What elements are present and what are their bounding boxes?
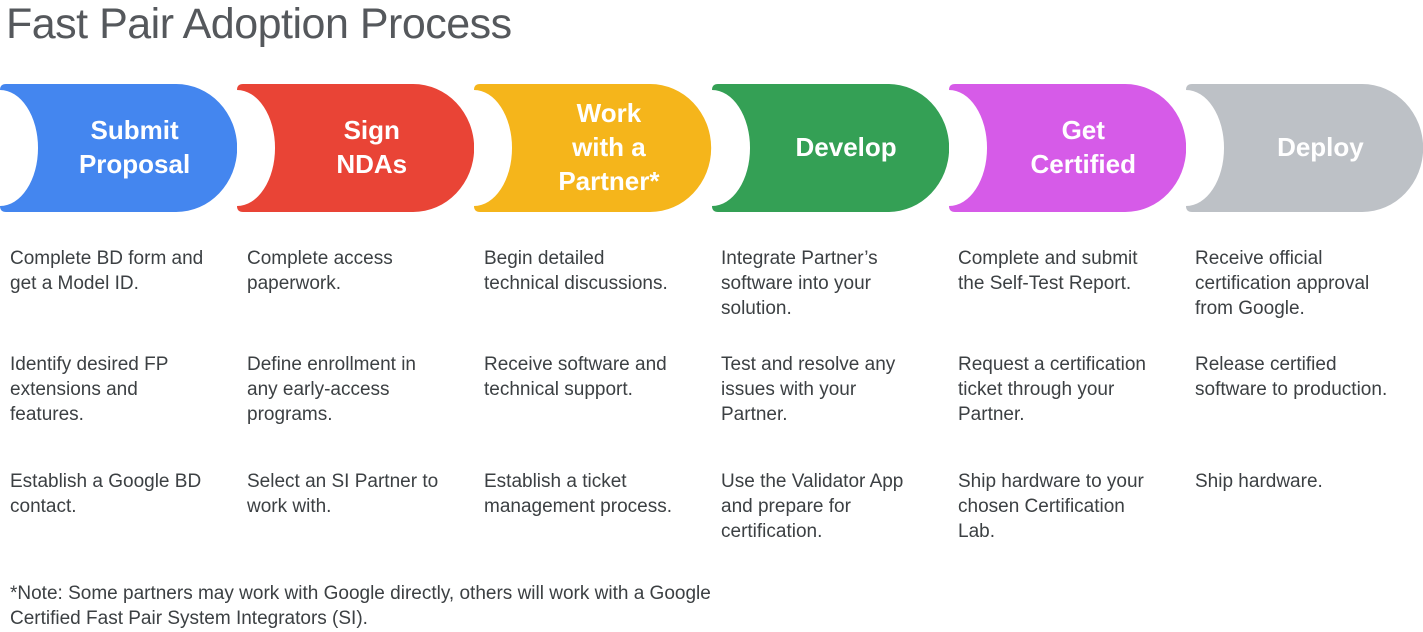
step-cell: Release certified software to production… (1195, 354, 1388, 401)
step-cell: Receive official certification approval … (1195, 248, 1370, 320)
step-cell: Ship hardware. (1195, 471, 1323, 492)
stage-develop: Develop (711, 84, 949, 212)
step-cell: Test and resolve any issues with your Pa… (721, 354, 896, 426)
stage-shape (474, 84, 712, 212)
step-cell: Request a certification ticket through y… (958, 354, 1146, 426)
stage-get-certified: Get Certified (948, 84, 1186, 212)
stage-label: Work with a Partner* (558, 98, 660, 196)
stage-shape (0, 84, 238, 212)
step-cell: Select an SI Partner to work with. (247, 471, 439, 518)
stage-shape (237, 84, 475, 212)
step-cell: Use the Validator App and prepare for ce… (721, 471, 904, 543)
step-cell: Integrate Partner’s software into your s… (721, 248, 878, 320)
stage-sign-ndas: Sign NDAs (237, 84, 475, 212)
stage-shape (948, 84, 1186, 212)
stage-submit-proposal: Submit Proposal (0, 84, 238, 212)
step-cell: Begin detailed technical discussions. (484, 248, 668, 295)
step-cell: Receive software and technical support. (484, 354, 667, 401)
stage-shape (711, 84, 949, 212)
stage-work-with-partner: Work with a Partner* (474, 84, 712, 212)
step-cell: Complete access paperwork. (247, 248, 393, 295)
process-diagram: Submit Proposal Sign NDAs Work with a Pa… (0, 84, 1423, 212)
steps-row-3: Establish a Google BD contact. Select an… (0, 469, 1423, 544)
stage-label: Deploy (1277, 132, 1364, 163)
step-cell: Complete BD form and get a Model ID. (10, 248, 204, 295)
stage-label: Get Certified (1030, 115, 1136, 179)
steps-row-1: Complete BD form and get a Model ID. Com… (0, 246, 1423, 321)
step-cell: Complete and submit the Self-Test Report… (958, 248, 1138, 295)
step-cell: Establish a Google BD contact. (10, 471, 202, 518)
steps-row-2: Identify desired FP extensions and featu… (0, 352, 1423, 427)
stage-label: Sign NDAs (336, 115, 408, 179)
stage-deploy: Deploy (1185, 84, 1423, 212)
step-cell: Define enrollment in any early-access pr… (247, 354, 416, 426)
stage-shape (1185, 84, 1423, 212)
stage-label: Develop (795, 132, 897, 163)
step-cell: Identify desired FP extensions and featu… (10, 354, 169, 426)
stage-label: Submit Proposal (78, 115, 191, 179)
page-title: Fast Pair Adoption Process (6, 0, 512, 48)
step-cell: Establish a ticket management process. (484, 471, 672, 518)
footnote: *Note: Some partners may work with Googl… (10, 583, 711, 630)
step-cell: Ship hardware to your chosen Certificati… (958, 471, 1144, 543)
